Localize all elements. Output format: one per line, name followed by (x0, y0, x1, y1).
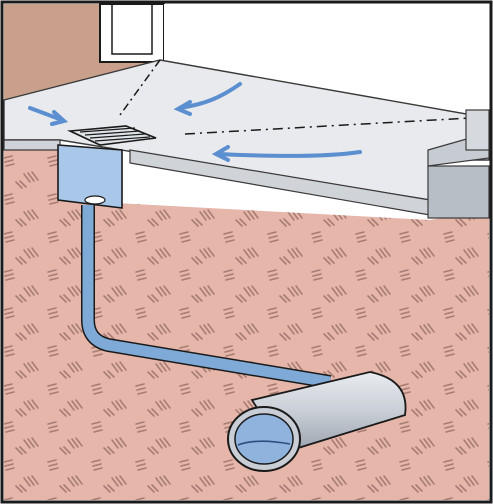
concrete-slab-edge (4, 140, 60, 150)
drain-outlet-hole (85, 196, 105, 204)
step-front (428, 166, 489, 218)
step-upper (466, 110, 489, 150)
